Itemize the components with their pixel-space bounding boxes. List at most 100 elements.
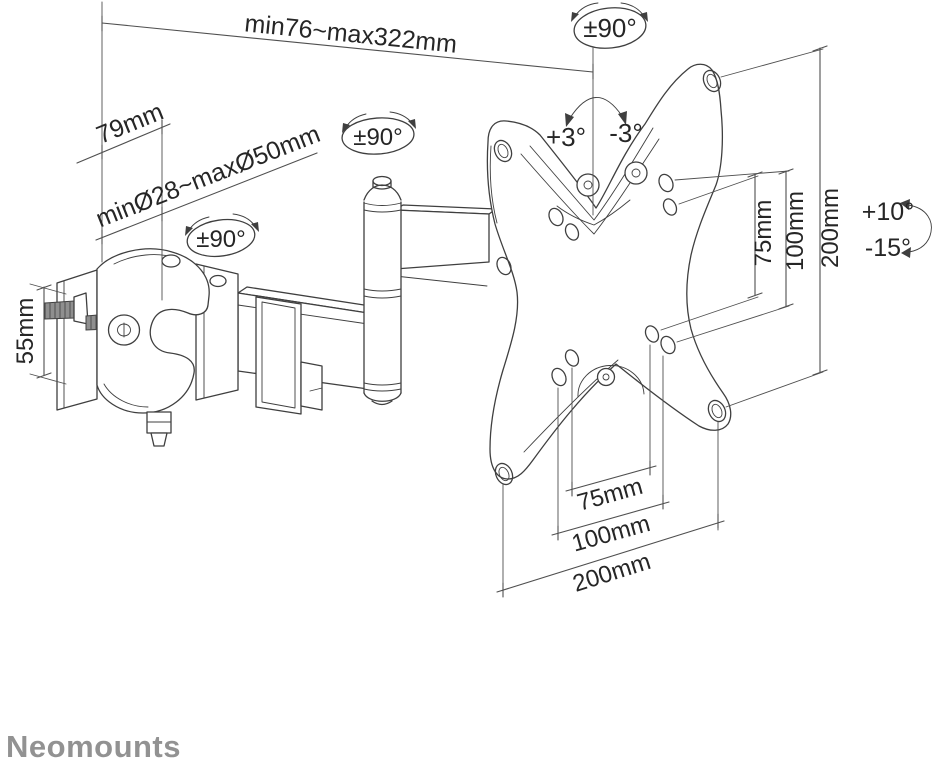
- tick: [778, 168, 794, 310]
- dim-label-h75: 75mm: [574, 473, 645, 517]
- dimension-line: [76, 123, 171, 164]
- mounting-hole: [493, 139, 513, 163]
- dimension-line: [101, 22, 594, 73]
- clamp-jaw: [96, 248, 210, 414]
- mounting-hole: [496, 256, 512, 276]
- clamp-back-pad: [56, 269, 98, 411]
- top-saddle-band-outer: [529, 127, 654, 221]
- mounting-hole: [564, 223, 580, 241]
- saddle-screw-left-icon: [576, 173, 600, 197]
- clamp-jaw-bottom-curve: [103, 383, 149, 408]
- mounting-hole: [548, 207, 564, 227]
- dim-vesa-v200: 200mm: [720, 45, 844, 408]
- bolt-threads: [90, 314, 107, 330]
- extension-line: [660, 175, 759, 331]
- extension-line: [29, 283, 67, 385]
- rotation-ellipse: [186, 218, 256, 258]
- tick: [101, 15, 594, 80]
- angle-swivel-clamp: ±90°: [185, 213, 259, 258]
- pole-top-nub: [372, 175, 392, 187]
- upper-arm-body: [394, 209, 490, 270]
- extension-line: [720, 48, 824, 408]
- mounting-hole: [707, 399, 727, 423]
- tick: [571, 460, 651, 497]
- angle-level-adjust: +3° -3°: [546, 97, 643, 152]
- dim-vesa-v100: 100mm: [674, 168, 809, 343]
- mounting-hole-inner: [706, 73, 718, 89]
- tick: [502, 513, 719, 598]
- mounting-hole: [658, 173, 674, 193]
- pole-fill: [364, 202, 401, 393]
- cable-clip-inner: [261, 301, 296, 409]
- mounting-hole: [660, 335, 676, 355]
- extension-line: [502, 421, 719, 595]
- cable-clip-loop: [255, 296, 302, 415]
- pole-mid-grooves: [363, 288, 402, 299]
- bracket-screw-icon: [209, 274, 227, 288]
- tilt-arrow-icon: [900, 199, 911, 258]
- rotation-ellipse: [573, 7, 647, 49]
- cable-clip-hook: [300, 361, 323, 411]
- pole-bottom-grooves: [363, 382, 402, 392]
- upper-arm: [394, 204, 497, 287]
- mounting-hole: [702, 69, 722, 93]
- clamp-tension-block: [146, 411, 172, 434]
- drum-screw-center: [602, 373, 610, 381]
- extension-line: [571, 344, 651, 493]
- mounting-hole: [662, 198, 678, 216]
- vesa-plate-outline: [486, 63, 732, 480]
- dimension-line: [496, 520, 725, 593]
- saddle-screw-right-icon: [624, 161, 648, 185]
- angle-label-level-cw: +3°: [546, 122, 586, 152]
- mounting-hole: [494, 462, 514, 486]
- clamp-top-screw-icon: [161, 254, 181, 268]
- dim-vesa-v75: 75mm: [660, 171, 777, 331]
- drum-screw-icon: [596, 367, 616, 387]
- plate-left-thickness: [489, 145, 498, 224]
- vesa-plate: [486, 63, 732, 486]
- mounting-hole: [564, 349, 580, 367]
- dim-label-v100: 100mm: [782, 191, 809, 271]
- tick: [101, 119, 163, 160]
- mount-drawing: [44, 63, 732, 486]
- cable-clip: [255, 296, 323, 415]
- pole-clamp: [44, 248, 239, 447]
- angle-swivel-arm: ±90°: [341, 111, 416, 155]
- angle-tilt: +10° -15°: [862, 198, 932, 262]
- dim-clamp-height: 55mm: [12, 283, 67, 385]
- mounting-hole-inner: [498, 466, 510, 482]
- mounting-hole: [551, 367, 567, 387]
- upper-arm-under-edge: [394, 275, 488, 287]
- dim-label-clamp-height: 55mm: [12, 298, 39, 365]
- pole-bottom-dome: [363, 392, 402, 406]
- pole-dome: [363, 184, 402, 201]
- dimension-line: [95, 152, 318, 241]
- tick: [557, 494, 664, 541]
- angle-annotations: ±90° ±90° ±90° +3° -3° +10° -1: [185, 2, 932, 262]
- angle-label-tilt-down: -15°: [865, 234, 911, 262]
- hinge-pole: [363, 175, 402, 406]
- angle-label-swivel-arm: ±90°: [353, 124, 402, 151]
- angle-label-level-ccw: -3°: [609, 118, 643, 148]
- dim-label-clamp-offset: 79mm: [93, 98, 168, 150]
- mounting-hole-inner: [711, 403, 723, 419]
- clamp-tension-nut: [150, 432, 168, 447]
- saddle-screw-left-center: [583, 180, 593, 190]
- vesa-holes-75: [564, 198, 678, 367]
- tilt-drum-arc: [577, 365, 645, 398]
- vesa-holes-200: [493, 69, 727, 486]
- dim-label-v75: 75mm: [750, 200, 777, 267]
- dim-label-v200: 200mm: [817, 188, 844, 268]
- pole-top-grooves: [363, 202, 402, 213]
- arm-head-curve: [556, 199, 631, 226]
- tick: [812, 45, 828, 376]
- tick: [101, 206, 163, 245]
- mounting-hole-inner: [497, 143, 509, 159]
- dim-label-arm-extension: min76~max322mm: [243, 9, 458, 58]
- brand-logo: Neomounts: [6, 729, 181, 761]
- bolt-threads: [49, 302, 71, 319]
- angle-swivel-plate: ±90°: [571, 2, 648, 49]
- mounting-hole: [644, 325, 660, 343]
